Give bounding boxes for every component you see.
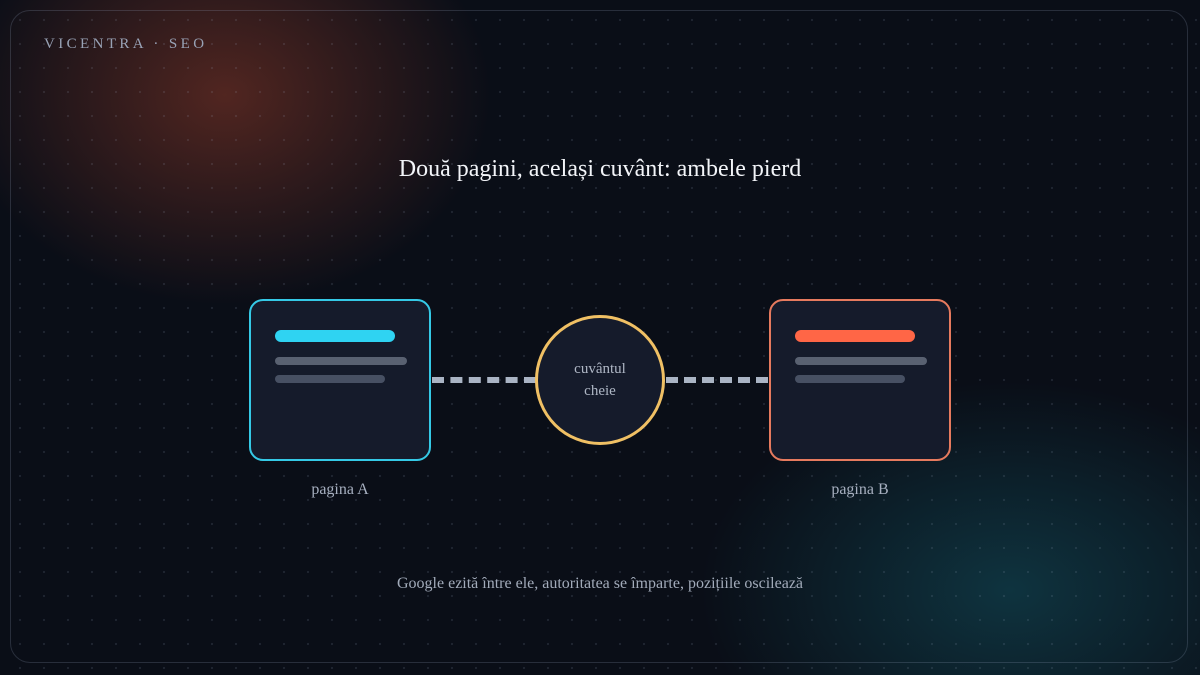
page-a-heading-line — [275, 330, 395, 342]
dashed-connector-left — [432, 377, 536, 383]
keyword-label-line2: cheie — [584, 383, 616, 399]
page-a-caption: pagina A — [311, 481, 369, 498]
page-b-text-line — [795, 375, 905, 383]
page-a-text-line — [275, 357, 407, 365]
dashed-connector-right — [666, 377, 768, 383]
page-b-heading-line — [795, 330, 915, 342]
slide-frame — [10, 10, 1188, 663]
footnote-caption: Google ezită între ele, autoritatea se î… — [396, 575, 804, 592]
page-a-card — [249, 299, 431, 461]
page-b-text-line — [795, 357, 927, 365]
keyword-label-line1: cuvântul — [574, 361, 626, 377]
page-b-caption: pagina B — [831, 481, 889, 498]
page-b-card — [769, 299, 951, 461]
slide-title: Două pagini, același cuvânt: ambele pier… — [398, 156, 802, 182]
brand-label: VICENTRA · SEO — [44, 36, 208, 52]
page-a-text-line — [275, 375, 385, 383]
keyword-circle: cuvântul cheie — [535, 315, 665, 445]
